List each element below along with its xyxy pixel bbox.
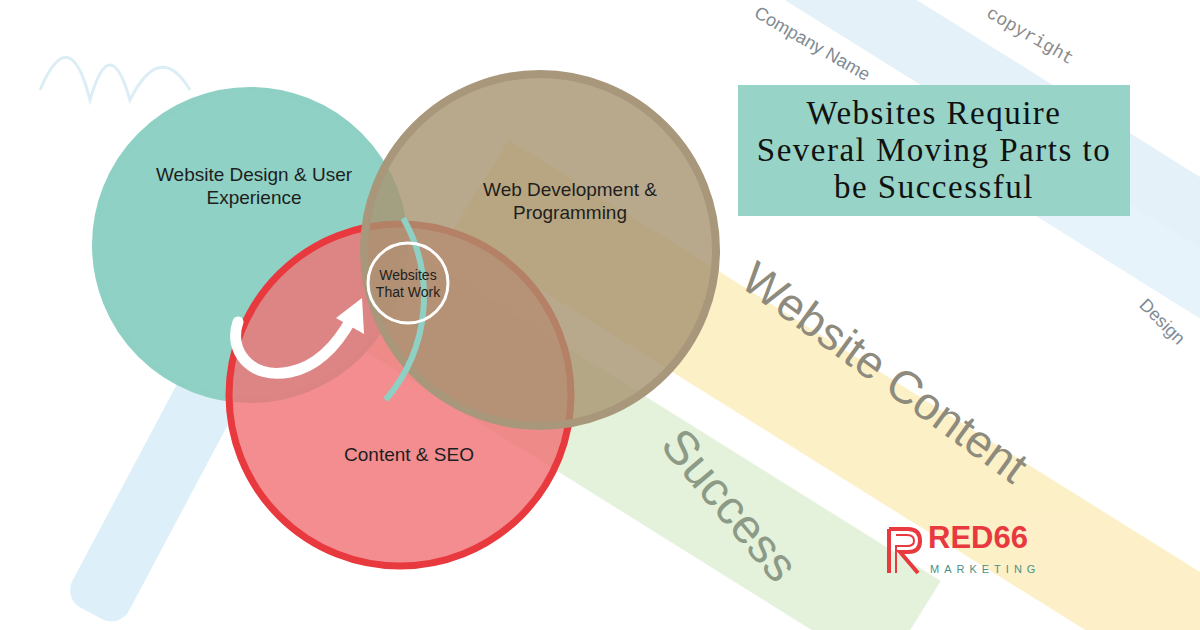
- circle-shape: [368, 243, 448, 323]
- title-box: Websites Require Several Moving Parts to…: [738, 85, 1130, 216]
- logo-r: [889, 529, 920, 573]
- logo-tagline: MARKETING: [930, 563, 1040, 575]
- marker-pen: [63, 369, 242, 629]
- development-circle: Web Development & Programming: [360, 70, 720, 430]
- title-text: Websites Require Several Moving Parts to…: [738, 85, 1130, 216]
- logo-icon: [889, 529, 920, 573]
- circle-shape: [229, 224, 571, 566]
- node-label: Website Design & User Experience: [154, 164, 354, 210]
- circle-shape: [364, 74, 716, 426]
- center-circle: Websites That Work: [366, 241, 450, 325]
- node-label: Content & SEO: [309, 444, 509, 467]
- circle-outline: [92, 87, 408, 403]
- logo-name: RED66: [928, 520, 1028, 556]
- node-label: Websites That Work: [375, 267, 441, 301]
- circle-outline: [360, 70, 720, 430]
- script-watermark: [40, 57, 190, 100]
- node-label: Web Development & Programming: [455, 179, 685, 225]
- logo-r-inner: [896, 535, 914, 573]
- design-circle: Website Design & User Experience: [92, 87, 408, 403]
